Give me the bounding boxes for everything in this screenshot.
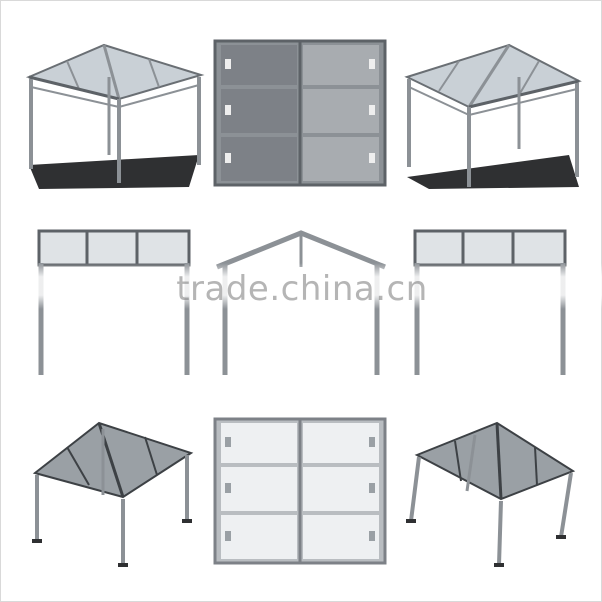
canopy-perspective-right [399, 37, 589, 193]
canopy-underside-left [29, 415, 195, 571]
canopy-perspective-left [19, 37, 209, 193]
front-elevation-right [411, 227, 571, 379]
watermark-band [1, 263, 602, 309]
canopy-underside-right [405, 415, 577, 571]
watermark-text: trade.china.cn [176, 269, 428, 309]
top-view-panels [211, 37, 389, 189]
bottom-view-panels [211, 415, 389, 567]
ground-shadow [29, 155, 199, 189]
